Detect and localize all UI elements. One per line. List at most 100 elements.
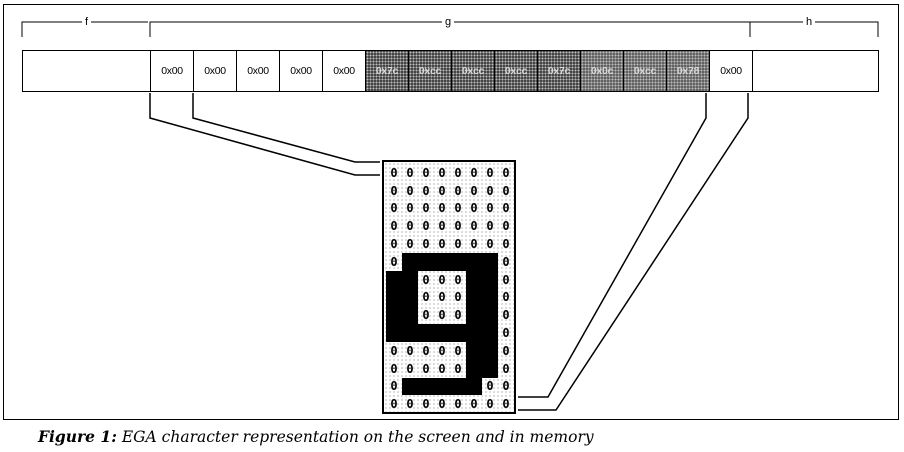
grid-digit: 0 <box>406 183 414 198</box>
memory-cell <box>22 50 151 92</box>
grid-digit: 0 <box>502 379 510 394</box>
memory-cell: 0x7c <box>365 50 409 92</box>
grid-digit: 0 <box>422 343 430 358</box>
grid-digit: 0 <box>470 397 478 412</box>
grid-digit: 0 <box>438 201 446 216</box>
grid-digit: 0 <box>486 237 494 252</box>
grid-digit: 0 <box>390 343 398 358</box>
grid-digit: 0 <box>438 290 446 305</box>
grid-digit: 0 <box>502 201 510 216</box>
grid-digit: 0 <box>486 379 494 394</box>
grid-digit: 0 <box>422 219 430 234</box>
grid-digit: 0 <box>454 308 462 323</box>
grid-digit: 0 <box>470 219 478 234</box>
grid-digit: 0 <box>390 201 398 216</box>
memory-cell: 0xcc <box>451 50 495 92</box>
glyph-fill <box>402 253 498 271</box>
grid-digit: 0 <box>502 397 510 412</box>
grid-digit: 0 <box>502 165 510 180</box>
grid-digit: 0 <box>454 361 462 376</box>
grid-digit: 0 <box>502 343 510 358</box>
grid-digit: 0 <box>422 397 430 412</box>
grid-digit: 0 <box>486 183 494 198</box>
grid-digit: 0 <box>438 308 446 323</box>
grid-digit: 0 <box>502 361 510 376</box>
bracket-g-line <box>149 21 878 37</box>
grid-digit: 0 <box>438 361 446 376</box>
grid-digit: 0 <box>454 219 462 234</box>
grid-digit: 0 <box>486 201 494 216</box>
bracket-label-g: g <box>442 17 455 28</box>
memory-cell: 0x78 <box>666 50 710 92</box>
grid-digit: 0 <box>454 272 462 287</box>
memory-cell: 0x00 <box>279 50 323 92</box>
grid-digit: 0 <box>454 397 462 412</box>
grid-digit: 0 <box>422 237 430 252</box>
memory-cell: 0xcc <box>408 50 452 92</box>
grid-digit: 0 <box>422 361 430 376</box>
grid-digit: 0 <box>438 219 446 234</box>
grid-digit: 0 <box>406 201 414 216</box>
grid-digit: 0 <box>502 219 510 234</box>
grid-digit: 0 <box>422 308 430 323</box>
grid-digit: 0 <box>422 272 430 287</box>
grid-digit: 0 <box>454 237 462 252</box>
grid-digit: 0 <box>470 165 478 180</box>
grid-digit: 0 <box>390 397 398 412</box>
grid-digit: 0 <box>438 272 446 287</box>
grid-digit: 0 <box>422 290 430 305</box>
grid-digit: 0 <box>390 254 398 269</box>
grid-digit: 0 <box>406 361 414 376</box>
grid-digit: 0 <box>438 183 446 198</box>
connector-line-row12 <box>518 93 707 398</box>
caption-text: EGA character representation on the scre… <box>116 428 594 446</box>
grid-digit: 0 <box>454 290 462 305</box>
memory-cell: 0x7c <box>537 50 581 92</box>
grid-digit: 0 <box>502 272 510 287</box>
grid-digit: 0 <box>438 397 446 412</box>
bracket-label-f: f <box>82 17 92 28</box>
figure-caption: Figure 1: EGA character representation o… <box>38 427 594 446</box>
grid-digit: 0 <box>438 237 446 252</box>
memory-cell: 0xcc <box>494 50 538 92</box>
grid-digit: 0 <box>502 183 510 198</box>
grid-digit: 0 <box>470 201 478 216</box>
grid-digit: 0 <box>422 165 430 180</box>
grid-digit: 0 <box>390 183 398 198</box>
grid-digit: 0 <box>502 326 510 341</box>
grid-digit: 0 <box>438 165 446 180</box>
grid-digit: 0 <box>406 343 414 358</box>
connector-line-row13 <box>518 93 749 411</box>
grid-digit: 0 <box>470 183 478 198</box>
grid-digit: 0 <box>502 308 510 323</box>
grid-digit: 0 <box>486 219 494 234</box>
glyph-fill <box>402 377 482 396</box>
memory-cell <box>752 50 879 92</box>
grid-digit: 0 <box>390 219 398 234</box>
grid-digit: 0 <box>422 201 430 216</box>
grid-digit: 0 <box>390 379 398 394</box>
memory-cell: 0x0c <box>580 50 624 92</box>
grid-digit: 0 <box>406 219 414 234</box>
grid-digit: 0 <box>502 237 510 252</box>
glyph-fill <box>386 324 482 342</box>
grid-digit: 0 <box>502 290 510 305</box>
grid-digit: 0 <box>470 237 478 252</box>
grid-digit: 0 <box>454 183 462 198</box>
bracket-label-h: h <box>803 17 816 28</box>
grid-digit: 0 <box>406 165 414 180</box>
memory-cell: 0x00 <box>150 50 194 92</box>
memory-cell: 0x00 <box>709 50 753 92</box>
memory-cell: 0x00 <box>236 50 280 92</box>
grid-digit: 0 <box>454 343 462 358</box>
bracket-f-line <box>21 21 148 37</box>
grid-digit: 0 <box>454 201 462 216</box>
grid-digit: 0 <box>486 397 494 412</box>
grid-digit: 0 <box>406 237 414 252</box>
grid-digit: 0 <box>406 397 414 412</box>
memory-cell: 0x00 <box>322 50 366 92</box>
connector-line-row1 <box>192 93 380 163</box>
grid-digit: 0 <box>486 165 494 180</box>
